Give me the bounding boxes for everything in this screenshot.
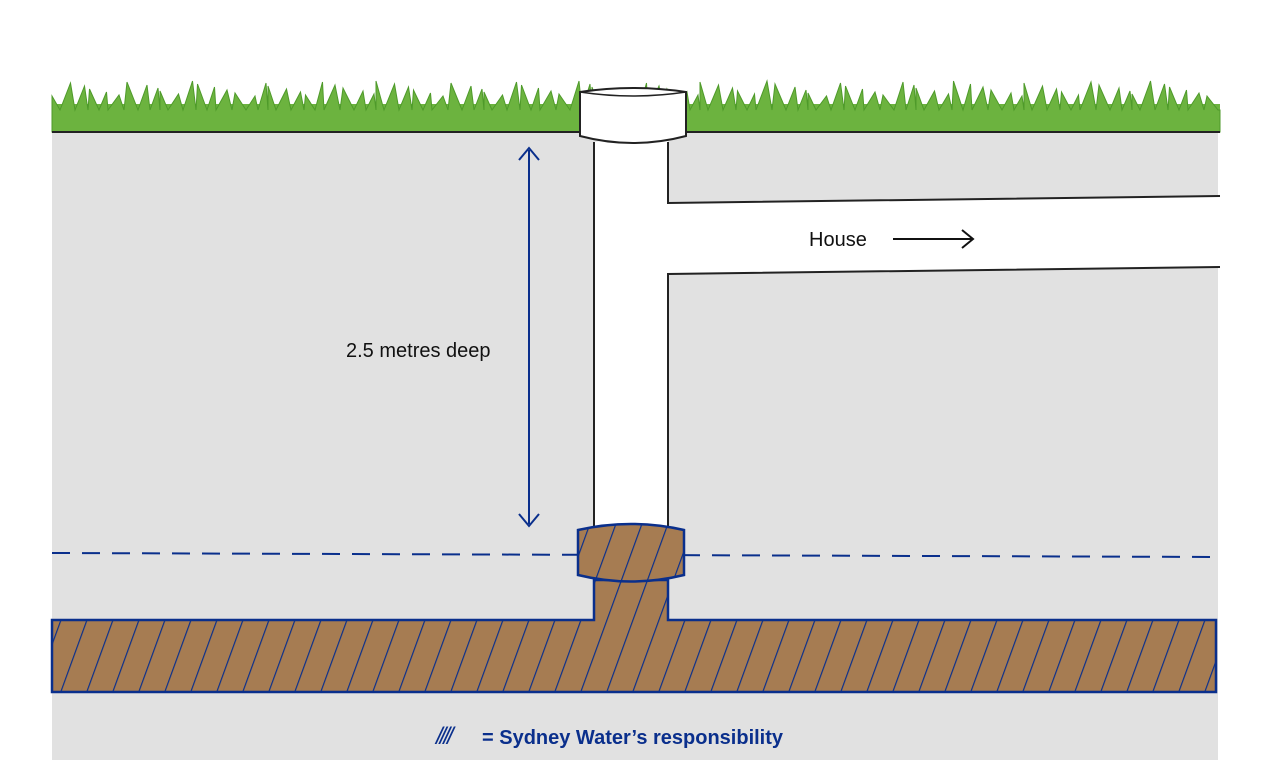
- right-arrow-icon: [893, 229, 975, 249]
- inspection-cap: [579, 87, 687, 144]
- house-pipe: [594, 132, 1220, 620]
- junction-collar: [576, 522, 686, 583]
- depth-arrow: [518, 146, 540, 528]
- legend-label: = Sydney Water’s responsibility: [482, 727, 784, 749]
- house-label: House: [809, 229, 867, 251]
- house-pipe-outline: [667, 142, 1221, 530]
- main-sewer-pipe: [50, 578, 1218, 694]
- depth-label: 2.5 metres deep: [346, 340, 491, 362]
- legend: //// = Sydney Water’s responsibility: [434, 723, 784, 750]
